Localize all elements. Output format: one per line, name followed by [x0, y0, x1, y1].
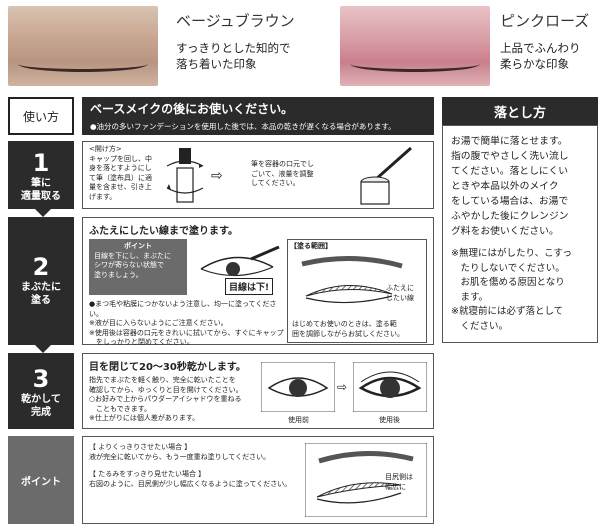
removal-notes: ※無理にはがしたり、こすっ たりしないでください。 お肌を傷める原因となり ます…	[451, 248, 573, 332]
pink-rose-eye-photo	[340, 6, 490, 86]
open-instructions: <開け方> キャップを回し、中 身を落とすようにし て筆（塗布具）に適 量を含ま…	[89, 145, 152, 201]
arrow-right-icon: ⇨	[211, 168, 223, 184]
step-2-box: ふたえにしたい線まで塗ります。 ポイント 目線を下にし、まぶたに シワが寄らない…	[82, 217, 434, 346]
howto-label: 使い方	[8, 97, 74, 135]
removal-title: 落とし方	[442, 97, 598, 125]
beige-brown-eye-photo	[8, 6, 158, 86]
outer-corner-wider-illustration	[305, 443, 427, 517]
step-3-box: 目を閉じて20〜30秒乾かします。 指先でまぶたを軽く触り、完全に乾いたことを …	[82, 353, 434, 429]
step-3-notes: 指先でまぶたを軽く触り、完全に乾いたことを 確認してから、ゆっくりと目を開けてく…	[89, 376, 243, 422]
beige-brown-desc: すっきりとした知的で落ち着いた印象	[176, 41, 291, 71]
step-1-label: 1 筆に 適量取る	[8, 141, 74, 209]
beige-brown-name: ベージュブラウン	[176, 12, 295, 30]
before-label: 使用前	[288, 416, 309, 424]
first-use-note: はじめてお使いのときは、塗る範囲を調節しながらお試しください。	[292, 320, 404, 338]
pink-rose-name: ピンクローズ	[500, 12, 590, 30]
step-1-box: <開け方> キャップを回し、中 身を落とすようにし て筆（塗布具）に適 量を含ま…	[82, 141, 434, 209]
pink-rose-desc: 上品でふんわり柔らかな印象	[500, 41, 581, 71]
eye-after-illustration	[353, 362, 427, 412]
point-tips: 【 よりくっきりさせたい場合 】 液が完全に乾いてから、もう一度重ね塗りしてくだ…	[89, 443, 292, 488]
after-label: 使用後	[379, 416, 400, 424]
step-2-label: 2 まぶたに 塗る	[8, 217, 74, 345]
step-2-point: ポイント 目線を下にし、まぶたに シワが寄らない状態で 塗りましょう。	[89, 239, 187, 295]
step-2-heading: ふたえにしたい線まで塗ります。	[89, 226, 238, 237]
brush-bottle-illustration	[360, 146, 412, 205]
eye-before-illustration	[261, 362, 335, 412]
gaze-down-label: 目線は下!	[225, 278, 274, 295]
apply-range-figure: 【塗る範囲】 ふたえにしたい線 はじめてお使いのときは、塗る範囲を調節しながらお…	[287, 239, 427, 343]
bottle-open-illustration	[166, 148, 204, 203]
step-3-label: 3 乾かして 完成	[8, 353, 74, 429]
step-3-heading: 目を閉じて20〜30秒乾かします。	[89, 362, 246, 373]
outer-corner-label: 目尻側は幅広に	[385, 473, 413, 491]
removal-box: お湯で簡単に落とせます。 指の腹でやさしく洗い流し てください。落としにくい と…	[442, 125, 598, 343]
range-eye-illustration	[301, 255, 403, 304]
point-label: ポイント	[8, 436, 74, 524]
step-arrow-icon	[35, 345, 51, 353]
point-box: 【 よりくっきりさせたい場合 】 液が完全に乾いてから、もう一度重ね塗りしてくだ…	[82, 436, 434, 524]
arrow-right-icon: ⇨	[337, 380, 348, 394]
step-arrow-icon	[35, 209, 51, 217]
adjust-instructions: 筆を容器の口元でし ごいて、液量を調整 してください。	[251, 160, 314, 187]
fold-line-label: ふたえにしたい線	[386, 284, 414, 302]
howto-header: ベースメイクの後にお使いください。 ●油分の多いファンデーションを使用した後では…	[82, 97, 434, 135]
removal-instructions: お湯で簡単に落とせます。 指の腹でやさしく洗い流し てください。落としにくい と…	[451, 136, 569, 237]
step-2-notes: ●まつ毛や粘膜につかないよう注意し、均一に塗ってください。 ※液が目に入らないよ…	[89, 300, 284, 346]
